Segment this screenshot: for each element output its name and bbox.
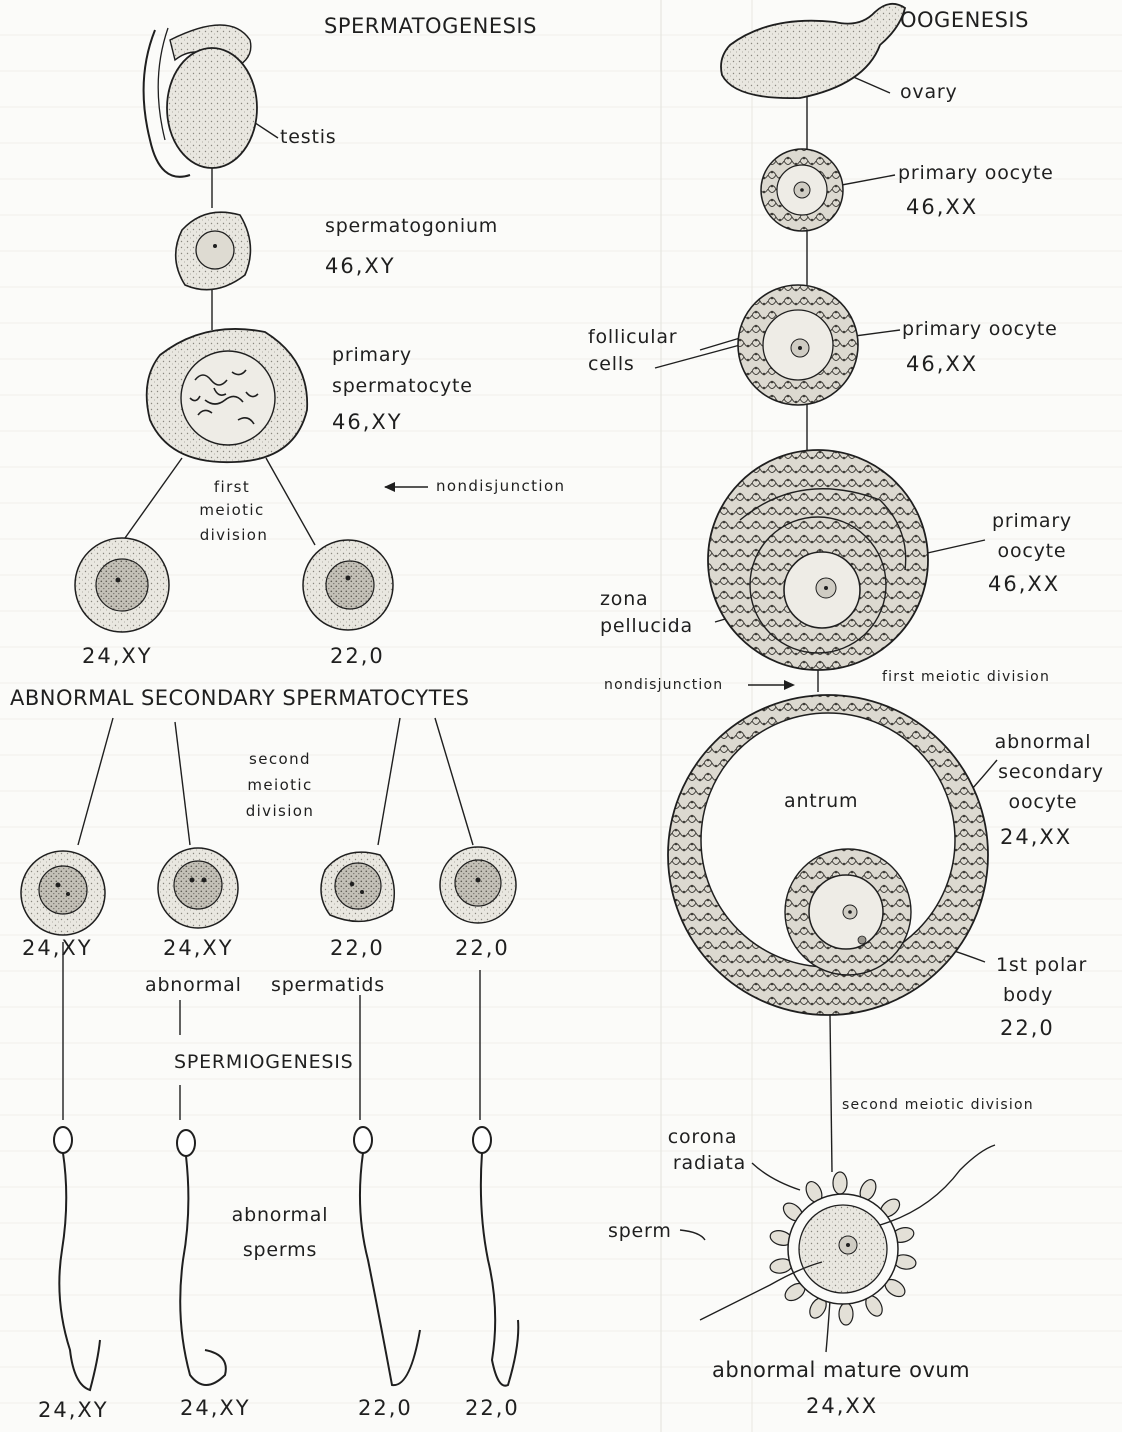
- zona-pellucida-label-2: pellucida: [600, 617, 693, 636]
- primary-oocyte-1-karyotype: 46,XX: [906, 197, 978, 218]
- second-meiotic-division-female: second meiotic division: [842, 1098, 1034, 1112]
- sperm-karyotype-1: 24,XY: [38, 1400, 109, 1421]
- second-meiotic-division-2: meiotic: [240, 778, 320, 793]
- primary-spermatocyte-label-1: primary: [332, 346, 412, 365]
- tertiary-follicle: [668, 695, 988, 1015]
- spermatid-karyotype-2: 24,XY: [163, 938, 234, 959]
- corona-radiata-label-1: corona: [655, 1128, 750, 1147]
- spermatids-label-1: abnormal: [145, 976, 242, 995]
- first-meiotic-division-1: first: [200, 480, 264, 495]
- nondisjunction-label-female: nondisjunction: [604, 678, 723, 692]
- antrum-label: antrum: [784, 792, 858, 811]
- primary-oocyte-1-label: primary oocyte: [898, 164, 1054, 183]
- first-meiotic-division-3: division: [190, 528, 278, 543]
- secondary-follicle: [708, 450, 928, 670]
- abnormal-sperms-label-2: sperms: [220, 1241, 340, 1260]
- zona-pellucida-label-1: zona: [600, 590, 648, 609]
- mature-ovum-label: abnormal mature ovum: [712, 1360, 970, 1381]
- primary-spermatocyte-cell: [147, 329, 308, 462]
- sperm-label: sperm: [608, 1222, 672, 1241]
- spermatid-karyotype-1: 24,XY: [22, 938, 93, 959]
- secondary-karyotype-left: 24,XY: [82, 646, 153, 667]
- primary-spermatocyte-label-2: spermatocyte: [332, 377, 473, 396]
- spermatid-3: [321, 852, 394, 921]
- secondary-spermatocyte-left: [75, 538, 169, 632]
- spermatogenesis-title: SPERMATOGENESIS: [324, 16, 537, 37]
- abnormal-sperms-label-1: abnormal: [220, 1206, 340, 1225]
- oogenesis-title: OOGENESIS: [900, 10, 1029, 31]
- secondary-oocyte-label-2: secondary: [986, 763, 1116, 782]
- secondary-spermatocyte-right: [303, 540, 393, 630]
- first-meiotic-division-female: first meiotic division: [882, 670, 1050, 684]
- follicular-cells-label-1: follicular: [588, 328, 677, 347]
- follicular-cells-label-2: cells: [588, 355, 635, 374]
- primary-follicle: [738, 285, 858, 405]
- spermatid-1: [21, 851, 105, 935]
- first-polar-body-karyotype: 22,0: [1000, 1018, 1055, 1039]
- sperm-karyotype-4: 22,0: [465, 1398, 520, 1419]
- secondary-spermatocytes-heading: ABNORMAL SECONDARY SPERMATOCYTES: [10, 688, 470, 709]
- first-polar-body-label-2: body: [1003, 986, 1053, 1005]
- primary-oocyte-3-label-2: oocyte: [982, 542, 1082, 561]
- spermatid-4: [440, 847, 516, 923]
- first-polar-body-label-1: 1st polar: [996, 956, 1087, 975]
- secondary-oocyte-label-3: oocyte: [978, 793, 1108, 812]
- secondary-karyotype-right: 22,0: [330, 646, 385, 667]
- primary-oocyte-2-label: primary oocyte: [902, 320, 1058, 339]
- secondary-oocyte-label-1: abnormal: [978, 733, 1108, 752]
- testis-label: testis: [280, 128, 336, 147]
- spermatid-karyotype-4: 22,0: [455, 938, 510, 959]
- corona-radiata-label-2: radiata: [662, 1154, 757, 1173]
- primary-oocyte-3-label-1: primary: [982, 512, 1082, 531]
- primary-oocyte-2-karyotype: 46,XX: [906, 354, 978, 375]
- nondisjunction-label-male: nondisjunction: [436, 479, 565, 494]
- primary-oocyte-3-karyotype: 46,XX: [988, 574, 1060, 595]
- sperm-karyotype-3: 22,0: [358, 1398, 413, 1419]
- spermatid-2: [158, 848, 238, 928]
- spermiogenesis-label: SPERMIOGENESIS: [174, 1053, 354, 1072]
- first-meiotic-division-2: meiotic: [192, 503, 272, 518]
- ovary-label: ovary: [900, 83, 958, 102]
- spermatogonium-karyotype: 46,XY: [325, 256, 396, 277]
- spermatids-label-2: spermatids: [271, 976, 385, 995]
- primordial-follicle: [761, 149, 843, 231]
- spermatid-karyotype-3: 22,0: [330, 938, 385, 959]
- primary-spermatocyte-karyotype: 46,XY: [332, 412, 403, 433]
- secondary-oocyte-karyotype: 24,XX: [1000, 827, 1072, 848]
- second-meiotic-division-1: second: [240, 752, 320, 767]
- second-meiotic-division-3: division: [236, 804, 324, 819]
- sperm-karyotype-2: 24,XY: [180, 1398, 251, 1419]
- mature-ovum-karyotype: 24,XX: [806, 1396, 878, 1417]
- spermatogonium-label: spermatogonium: [325, 217, 498, 236]
